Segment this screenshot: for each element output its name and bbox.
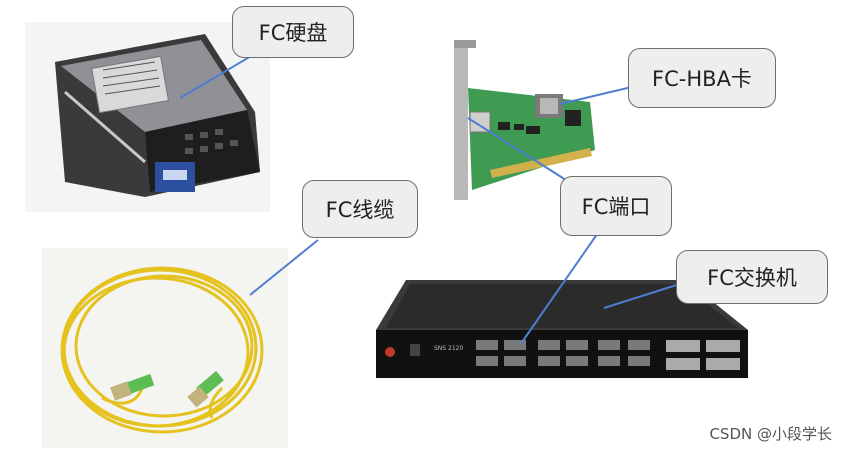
fc-hba-card-image [440, 40, 600, 200]
callout-fc-switch: FC交换机 [676, 250, 828, 304]
switch-pointer [603, 281, 687, 309]
callout-fc-hard-disk: FC硬盘 [232, 6, 354, 58]
hba-card-pointer [559, 85, 637, 105]
fc-hard-disk-image [25, 22, 270, 212]
callout-fc-cable: FC线缆 [302, 180, 418, 238]
hard-disk-pointer [179, 51, 259, 99]
csdn-watermark: CSDN @小段学长 [709, 425, 832, 443]
port-pointer-to-switch [519, 229, 601, 346]
callout-fc-port: FC端口 [560, 176, 672, 236]
fc-switch-image: SNS 2120 [376, 280, 748, 378]
fc-cable-image [42, 248, 288, 448]
callout-fc-hba-card: FC-HBA卡 [628, 48, 776, 108]
cable-pointer [249, 239, 319, 296]
switch-badge-text: SNS 2120 [434, 345, 463, 352]
